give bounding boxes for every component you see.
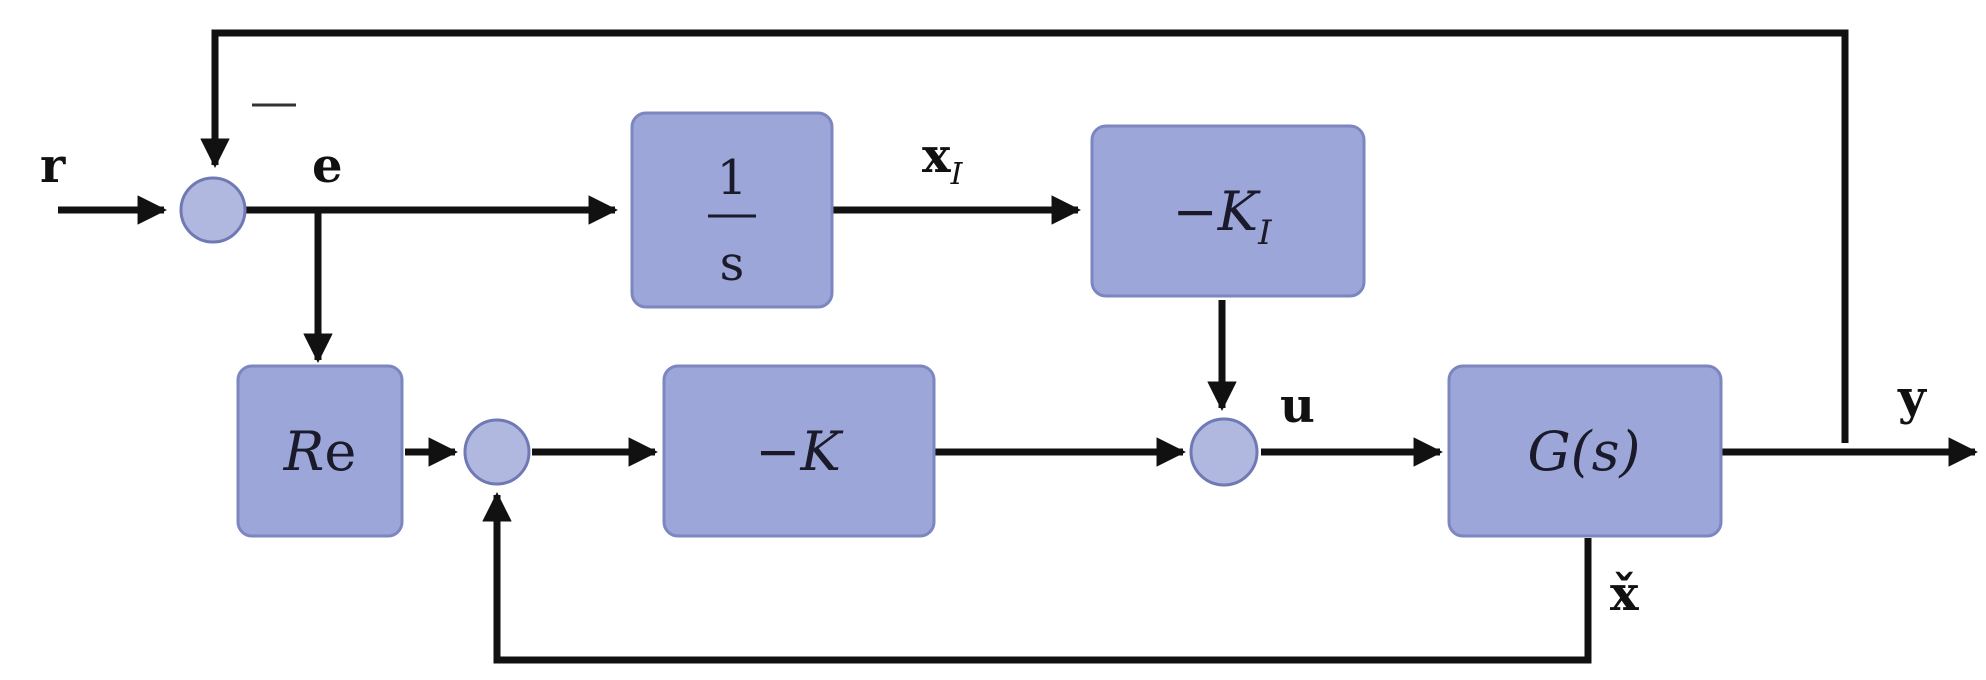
summing-junction-error (179, 176, 247, 244)
integral-gain-label: −KI (1172, 180, 1272, 253)
reference-signal-label: r (40, 138, 66, 194)
wire-state-feedback (482, 492, 1592, 664)
feedforward-label: Re (283, 420, 357, 483)
plant-label: G(s) (1528, 420, 1641, 483)
integrator-denominator: s (720, 236, 745, 292)
integrator-block: 1 s (630, 111, 834, 309)
output-signal-label: y (1897, 370, 1928, 426)
state-gain-block: −K (662, 364, 936, 538)
control-signal-label: u (1280, 378, 1315, 434)
plant-block: G(s) (1447, 364, 1723, 538)
feedforward-block: Re (236, 364, 404, 538)
error-signal-label: e (312, 138, 343, 194)
integrator-state-label: xI (922, 128, 964, 192)
state-estimate-label: x̌ (1610, 566, 1639, 622)
integral-gain-block: −KI (1090, 124, 1366, 298)
summing-junction-state (463, 418, 531, 486)
state-gain-label: −K (755, 420, 843, 483)
summing-junction-control (1189, 417, 1259, 487)
integrator-numerator: 1 (717, 150, 748, 206)
wire-output-feedback (200, 29, 1849, 443)
